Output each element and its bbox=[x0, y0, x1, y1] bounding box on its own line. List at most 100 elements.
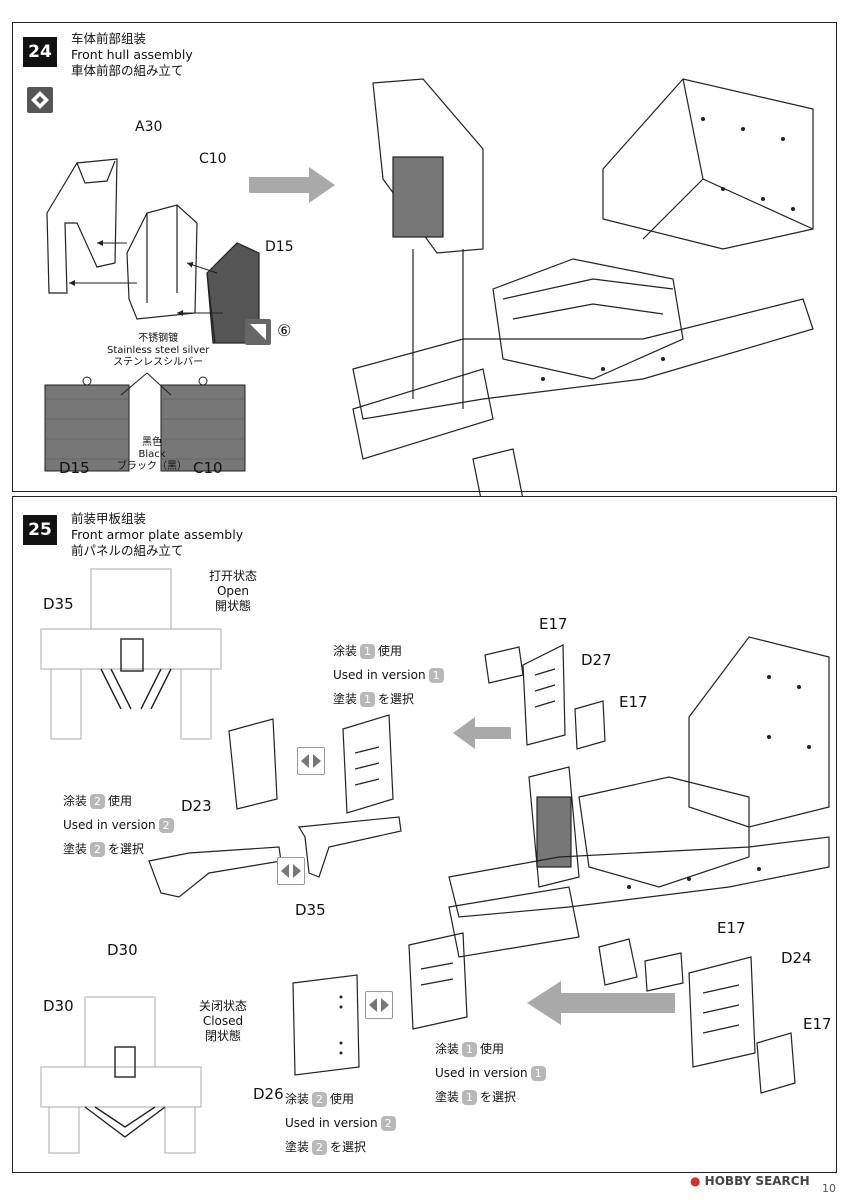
part-label-e17-b: E17 bbox=[619, 693, 648, 711]
page-number: 10 bbox=[822, 1182, 836, 1195]
assembly-arrow-top bbox=[453, 717, 511, 749]
swap-icon-glyph bbox=[301, 754, 321, 768]
step-title-jp: 車体前部の組み立て bbox=[71, 63, 184, 78]
version2-jp-pre: 塗装 bbox=[63, 842, 88, 856]
swap-icon-2 bbox=[277, 857, 305, 885]
plate-d24-lower-drawing bbox=[408, 932, 468, 1030]
grille-painted-drawing bbox=[44, 372, 246, 472]
version2-cn-post: 使用 bbox=[108, 794, 133, 808]
step-title-en: Front hull assembly bbox=[71, 47, 193, 62]
part-label-d27: D27 bbox=[581, 651, 612, 669]
swap-icon-3 bbox=[365, 991, 393, 1019]
version1-bottom-jp-pre: 塗装 bbox=[435, 1090, 460, 1104]
step-number: 24 bbox=[23, 37, 57, 67]
plate-d24-drawing bbox=[644, 952, 796, 1094]
version2-bottom-jp-post: を選択 bbox=[330, 1140, 367, 1154]
version2-jp-post: を選択 bbox=[108, 842, 145, 856]
part-label-d30: D30 bbox=[107, 941, 138, 959]
version1-bottom-cn-pre: 涂装 bbox=[435, 1042, 460, 1056]
version1-bottom-jp-post: を選択 bbox=[480, 1090, 517, 1104]
open-state-inset-drawing bbox=[40, 568, 222, 740]
version2-bottom-badge: 2 bbox=[312, 1092, 328, 1107]
front-armor-vehicle-drawing bbox=[448, 636, 830, 986]
part-label-d35: D35 bbox=[295, 901, 326, 919]
radiator-exploded-drawing bbox=[46, 158, 260, 344]
version2-bottom-en-text: Used in version bbox=[285, 1116, 378, 1130]
logo-text: HOBBY SEARCH bbox=[704, 1174, 810, 1188]
paint-icon bbox=[245, 319, 271, 345]
glue-icon bbox=[27, 87, 53, 113]
part-label-a30: A30 bbox=[135, 119, 163, 135]
part-label-e17-a: E17 bbox=[539, 615, 568, 633]
version1-bottom-badge-jp: 1 bbox=[462, 1090, 478, 1105]
paint-stainless-en: Stainless steel silver bbox=[107, 345, 210, 356]
step-25-panel: 25 前装甲板组装 Front armor plate assembly 前パネ… bbox=[12, 496, 837, 1173]
reference-step: ⑥ bbox=[277, 321, 292, 340]
part-label-d30-closed: D30 bbox=[43, 997, 74, 1015]
closed-state-label: 关闭状态 Closed 閉状態 bbox=[199, 999, 247, 1044]
paint-black-jp: ブラック（黑） bbox=[117, 461, 187, 472]
paint-black-en: Black bbox=[138, 449, 166, 460]
version1-bottom-badge-en: 1 bbox=[530, 1066, 546, 1081]
version1-badge: 1 bbox=[360, 644, 376, 659]
step-title: 车体前部组装 Front hull assembly 車体前部の組み立て bbox=[71, 31, 193, 79]
version1-bottom-badge: 1 bbox=[462, 1042, 478, 1057]
logo-mark-icon: ● bbox=[690, 1174, 701, 1188]
version2-badge-jp: 2 bbox=[90, 842, 106, 857]
version1-jp-post: を選択 bbox=[378, 692, 415, 706]
step-title-cn: 前装甲板组装 bbox=[71, 511, 147, 526]
paint-black-cn: 黑色 bbox=[142, 437, 162, 448]
version2-bottom-jp-pre: 塗装 bbox=[285, 1140, 310, 1154]
step-number: 25 bbox=[23, 515, 57, 545]
version2-cn-pre: 涂装 bbox=[63, 794, 88, 808]
swap-icon-2-glyph bbox=[281, 864, 301, 878]
step-24-panel: 24 车体前部组装 Front hull assembly 車体前部の組み立て … bbox=[12, 22, 837, 510]
version2-bottom-badge-en: 2 bbox=[380, 1116, 396, 1131]
hobby-search-logo: ● HOBBY SEARCH bbox=[690, 1174, 810, 1188]
swap-icon-3-glyph bbox=[369, 998, 389, 1012]
part-label-e17-c: E17 bbox=[717, 919, 746, 937]
part-label-c10-bottom: C10 bbox=[193, 459, 223, 477]
step-title: 前装甲板组装 Front armor plate assembly 前パネルの組… bbox=[71, 511, 243, 559]
assembly-arrow-bottom bbox=[527, 981, 675, 1025]
open-state-cn: 打开状态 bbox=[209, 569, 258, 583]
version1-cn-pre: 涂装 bbox=[333, 644, 358, 658]
plate-d27-drawing bbox=[484, 644, 606, 750]
paint-stainless-jp: ステンレスシルバー bbox=[113, 357, 204, 368]
bracket-d35-d30-drawing bbox=[148, 816, 402, 898]
version2-bottom-badge-jp: 2 bbox=[312, 1140, 328, 1155]
version1-bottom-cn-post: 使用 bbox=[480, 1042, 505, 1056]
part-label-d26: D26 bbox=[253, 1085, 284, 1103]
version1-en-text: Used in version bbox=[333, 668, 426, 682]
version1-badge-en: 1 bbox=[428, 668, 444, 683]
version2-badge: 2 bbox=[90, 794, 106, 809]
version2-bottom-cn-post: 使用 bbox=[330, 1092, 355, 1106]
front-hull-drawing bbox=[352, 78, 814, 510]
closed-state-cn: 关闭状态 bbox=[199, 999, 248, 1013]
version1-jp-pre: 塗装 bbox=[333, 692, 358, 706]
assembly-arrow bbox=[249, 167, 335, 203]
step-title-en: Front armor plate assembly bbox=[71, 527, 244, 542]
part-label-d15: D15 bbox=[265, 239, 294, 255]
paint-black-label: 黑色 Black ブラック（黑） bbox=[117, 437, 187, 473]
swap-icon bbox=[297, 747, 325, 775]
closed-state-jp: 閉状態 bbox=[205, 1029, 242, 1043]
version1-badge-jp: 1 bbox=[360, 692, 376, 707]
plate-d26-drawing bbox=[292, 974, 360, 1076]
open-state-jp: 開状態 bbox=[215, 599, 252, 613]
version2-en-text: Used in version bbox=[63, 818, 156, 832]
part-label-c10: C10 bbox=[199, 151, 227, 167]
